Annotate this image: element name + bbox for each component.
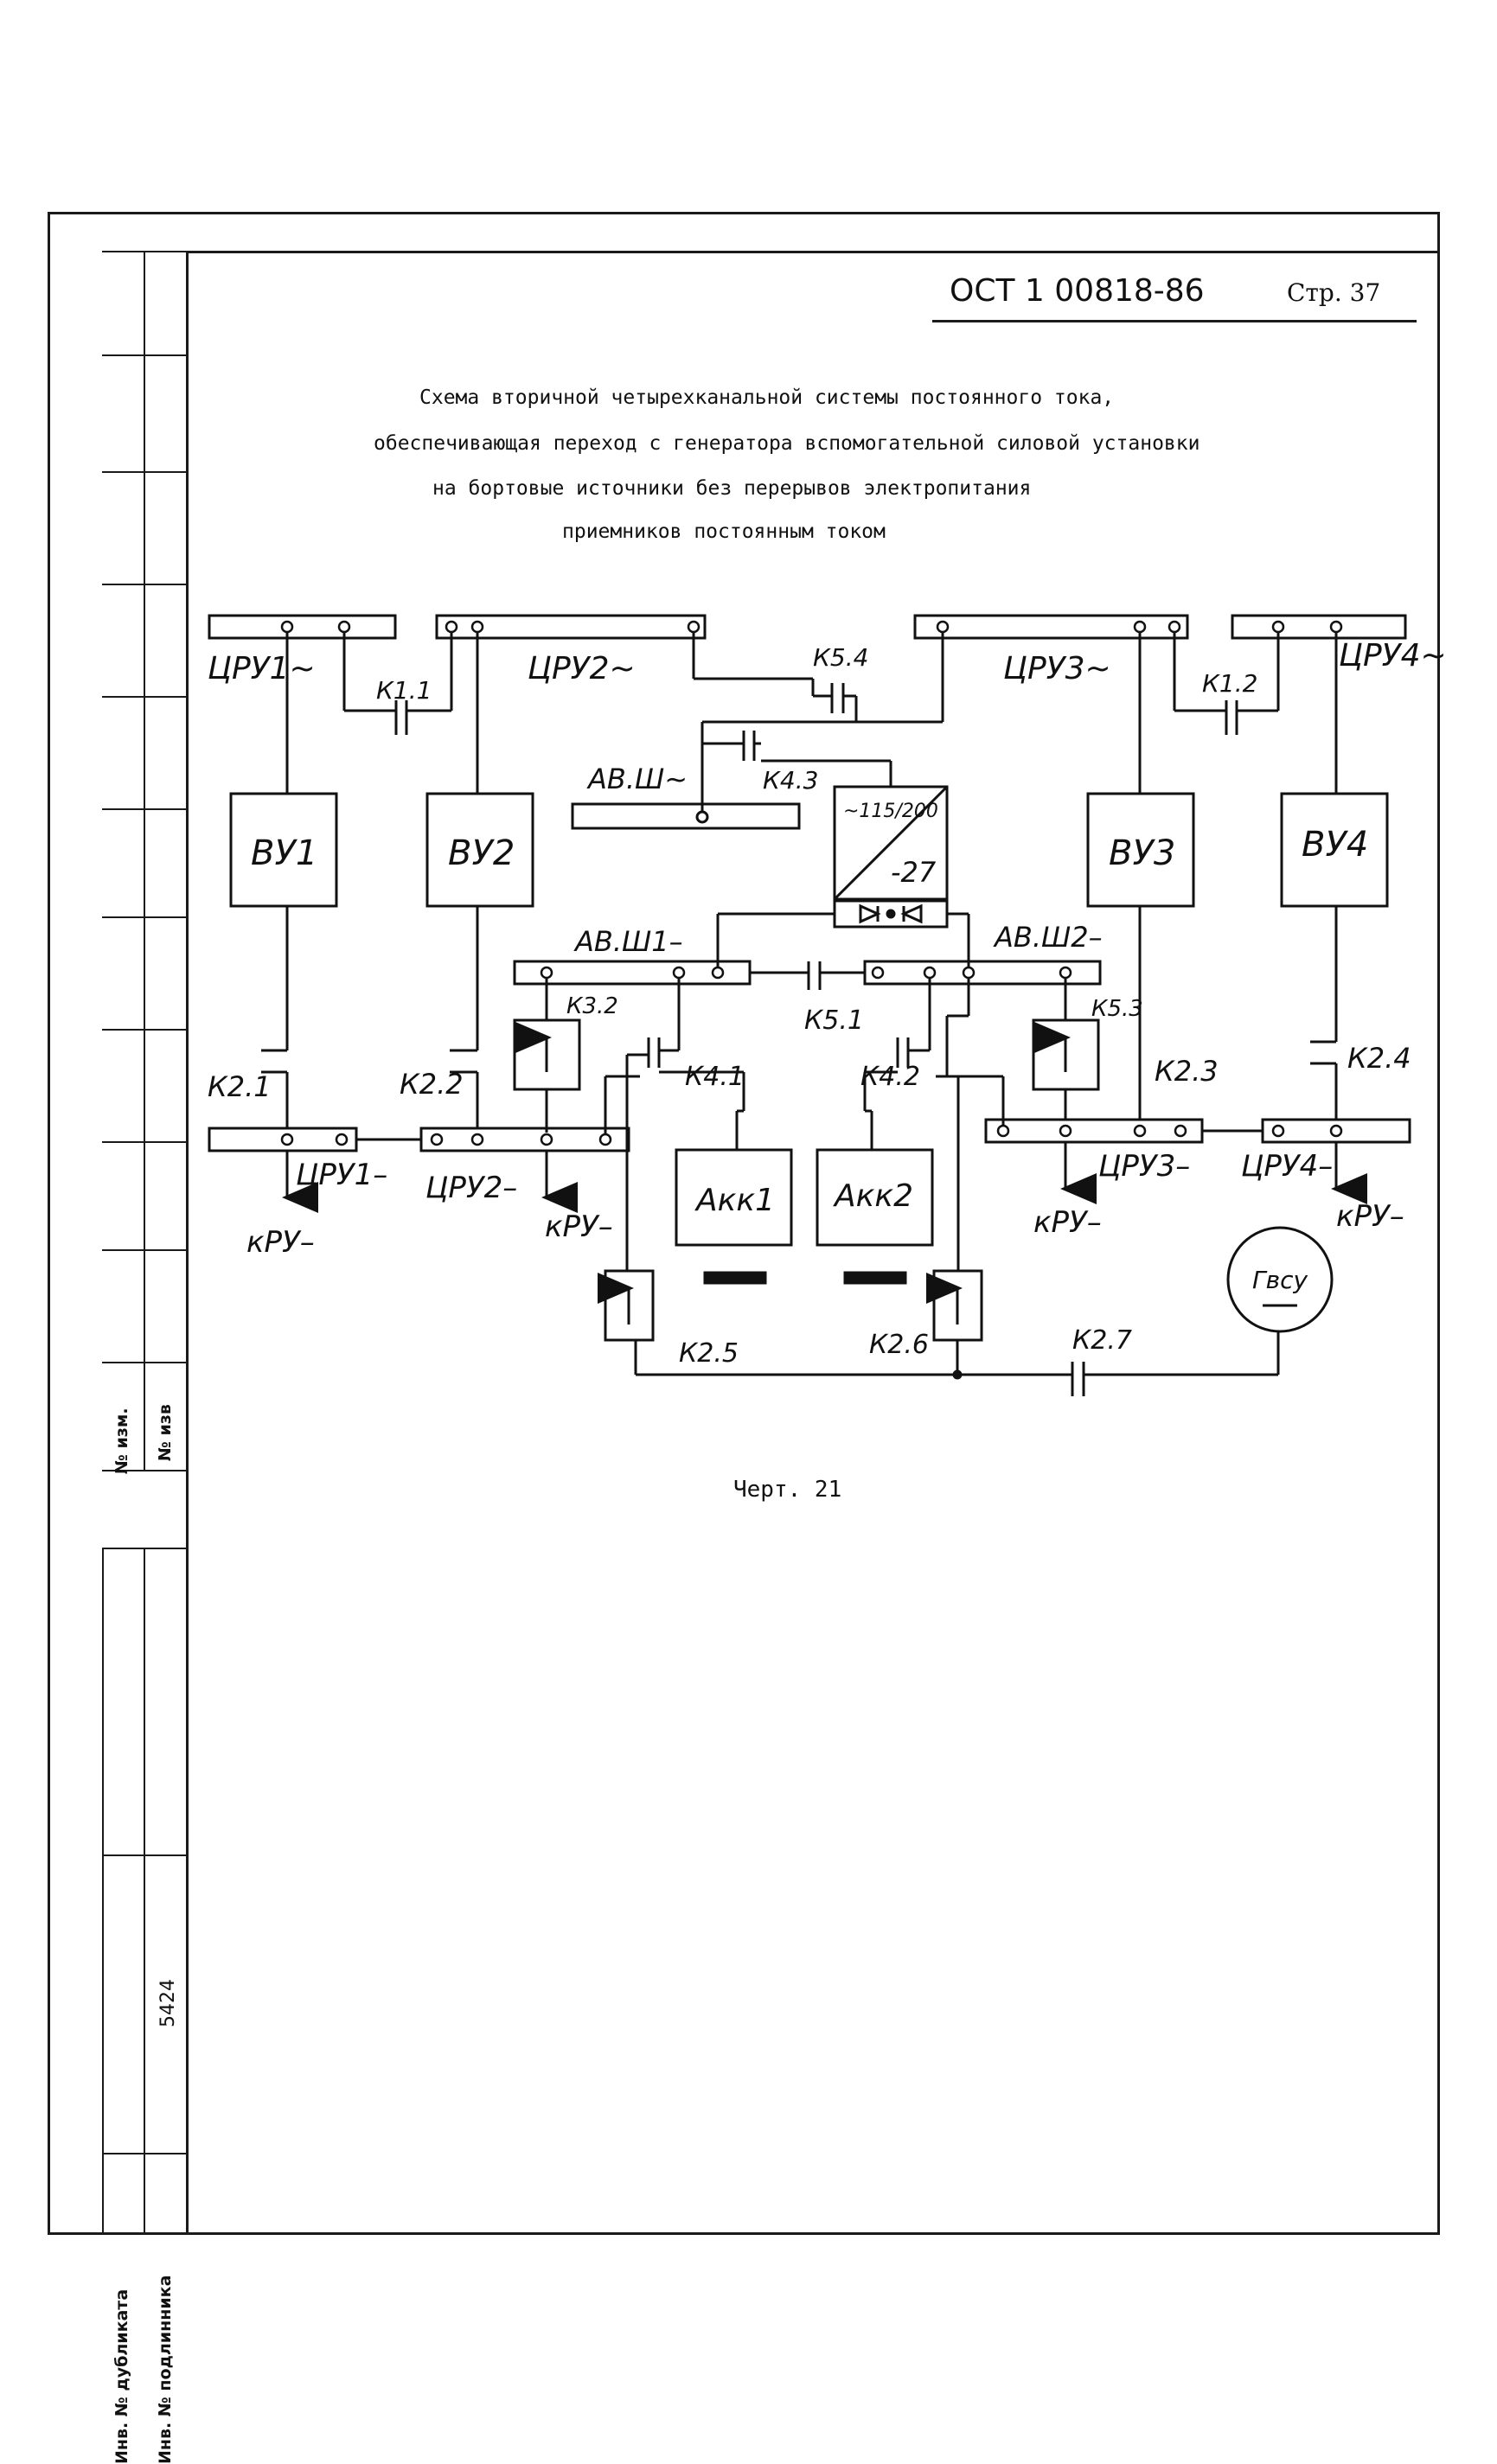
label-dc-ground-bus-2: АВ.Ш2– (993, 921, 1103, 954)
ac-bus-3 (913, 614, 1189, 640)
label-battery-1: Акк1 (694, 1183, 775, 1218)
rectifier-4 (1280, 792, 1389, 908)
label-kru-3: кРУ– (1033, 1205, 1102, 1240)
battery-2-ground (843, 1271, 907, 1285)
label-k5-1: К5.1 (804, 1005, 864, 1036)
label-kru-4: кРУ– (1336, 1199, 1404, 1234)
label-dc-bus-1: ЦРУ1– (296, 1158, 387, 1192)
rectifier-2 (425, 792, 534, 908)
label-k2-2: К2.2 (400, 1068, 464, 1101)
contactor-unit-k2-5 (604, 1269, 655, 1342)
label-k2-1: К2.1 (208, 1070, 272, 1103)
ac-bus-1 (208, 614, 397, 640)
label-ac-bus-4: ЦРУ4~ (1339, 638, 1447, 673)
original-inventory-label: Инв. № подлинника (156, 2275, 175, 2464)
label-rectifier-3: ВУ3 (1109, 833, 1175, 873)
power-schematic: ЦРУ1~ ЦРУ2~ ЦРУ3~ ЦРУ4~ К1.1 К1.2 К5.4 К… (208, 614, 1447, 1396)
label-k2-6: К2.6 (869, 1330, 929, 1360)
title-line-1: Схема вторичной четырехканальной системы… (419, 386, 1115, 409)
dc-bus-2 (419, 1127, 630, 1152)
drawing-frame (186, 251, 1440, 2235)
title-line-4: приемников постоянным током (562, 520, 886, 543)
label-ac-bus-1: ЦРУ1~ (208, 651, 316, 686)
page-number: Стр. 37 (1287, 278, 1381, 307)
label-k2-7: К2.7 (1072, 1325, 1132, 1356)
label-k4-1: К4.1 (685, 1062, 745, 1092)
label-converter-bottom: -27 (891, 856, 937, 889)
label-dc-bus-2: ЦРУ2– (425, 1171, 517, 1205)
label-kru-1: кРУ– (246, 1225, 315, 1260)
ac-ground-bus (571, 802, 801, 830)
label-k2-5: К2.5 (679, 1338, 739, 1369)
sidebar-divider (144, 251, 145, 1470)
document-code: ОСТ 1 00818-86 (950, 273, 1205, 309)
title-line-3: на бортовые источники без перерывов элек… (432, 477, 1032, 500)
label-dc-bus-3: ЦРУ3– (1098, 1149, 1190, 1184)
label-ac-ground-bus: АВ.Ш~ (586, 763, 688, 795)
label-k5-3: К5.3 (1091, 996, 1143, 1022)
label-battery-2: Акк2 (833, 1178, 913, 1214)
battery-1 (675, 1148, 793, 1247)
battery-2 (816, 1148, 934, 1247)
converter (833, 785, 949, 901)
sidebar-stamp: № изм. № изв Инв. № дубликата Инв. № под… (102, 251, 186, 2464)
label-dc-bus-4: ЦРУ4– (1241, 1149, 1333, 1184)
label-ac-bus-2: ЦРУ2~ (528, 651, 636, 686)
battery-1-ground (703, 1271, 767, 1285)
label-apu-generator: Гвсу (1252, 1266, 1308, 1294)
duplicate-inventory-label: Инв. № дубликата (112, 2288, 131, 2464)
label-ac-bus-3: ЦРУ3~ (1003, 651, 1111, 686)
label-k2-4: К2.4 (1347, 1042, 1411, 1075)
label-k1-2: К1.2 (1202, 669, 1257, 698)
figure-caption: Черт. 21 (733, 1477, 842, 1503)
outer-frame (48, 212, 1440, 2235)
label-dc-ground-bus-1: АВ.Ш1– (573, 925, 683, 958)
label-k2-3: К2.3 (1155, 1055, 1219, 1088)
label-converter-top: ~115/200 (843, 801, 938, 822)
label-rectifier-2: ВУ2 (448, 833, 515, 873)
title-line-2: обеспечивающая переход с генератора вспо… (374, 432, 1200, 455)
label-kru-2: кРУ– (545, 1210, 613, 1244)
header-rule (932, 320, 1417, 322)
label-k3-2: К3.2 (566, 993, 618, 1019)
label-rectifier-4: ВУ4 (1302, 825, 1368, 865)
dc-bus-3 (984, 1118, 1204, 1144)
ac-bus-4 (1231, 614, 1407, 640)
ac-bus-2 (435, 614, 707, 640)
apu-generator (1226, 1226, 1334, 1333)
label-k5-4: К5.4 (813, 643, 868, 672)
label-k1-1: К1.1 (376, 676, 432, 705)
label-k4-2: К4.2 (860, 1062, 920, 1092)
rectifier-1 (229, 792, 338, 908)
label-k4-3: К4.3 (763, 766, 818, 795)
label-rectifier-1: ВУ1 (251, 833, 317, 873)
